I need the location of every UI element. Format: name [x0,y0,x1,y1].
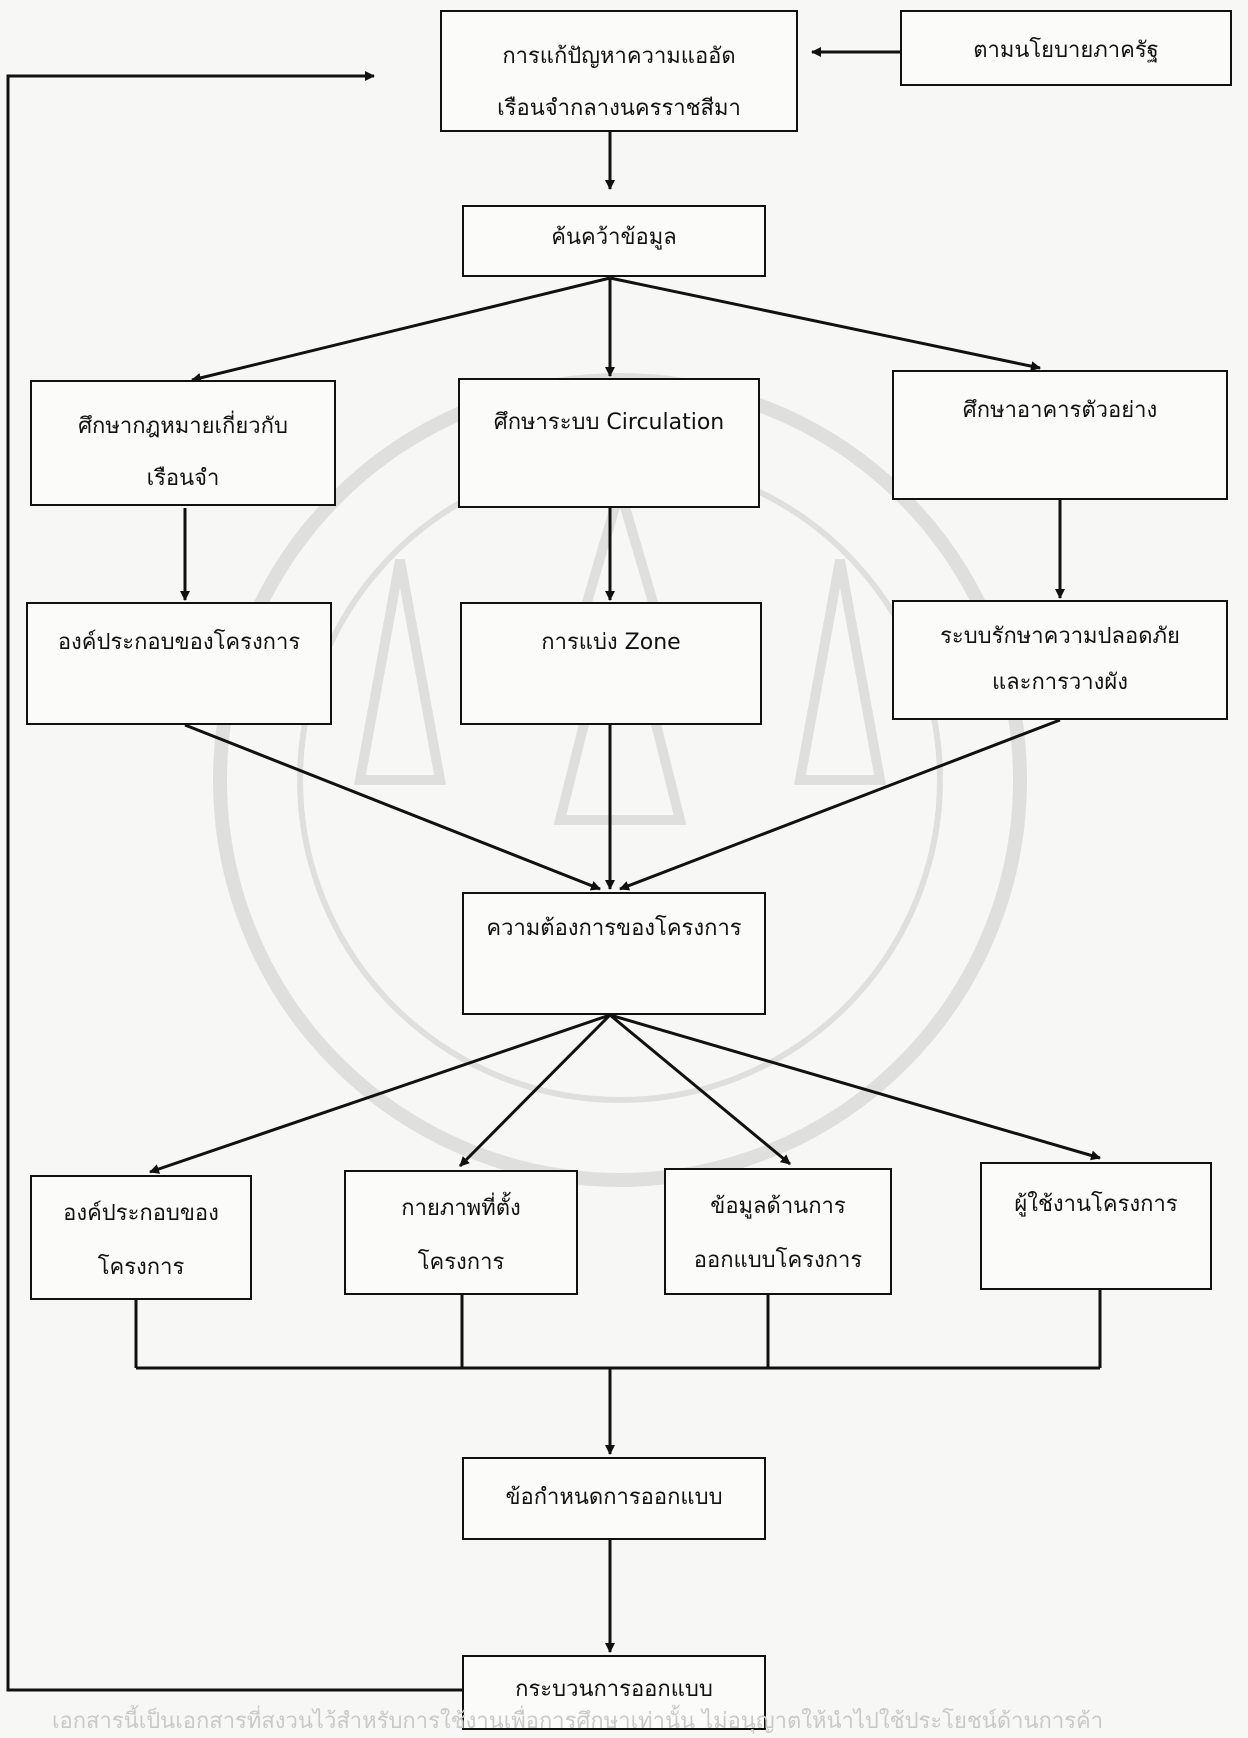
site-label-line-2: โครงการ [417,1250,505,1275]
users-label: ผู้ใช้งานโครงการ [1014,1192,1178,1217]
policy-label: ตามนโยบายภาครัฐ [973,38,1159,63]
process-label: กระบวนการออกแบบ [515,1677,713,1702]
study-law-box: ศึกษากฎหมายเกี่ยวกับ เรือนจำ [30,380,336,506]
zoning-box: การแบ่ง Zone [460,602,762,725]
arrow-needs-to-design-data [609,1013,791,1166]
components2-label-line-2: โครงการ [97,1255,185,1280]
arrow-needs-to-site [458,1013,612,1168]
study-law-label-line-2: เรือนจำ [146,466,220,491]
problem-label-line-2: เรือนจำกลางนครราชสีมา [497,96,741,121]
needs-label: ความต้องการของโครงการ [486,916,742,941]
arrow-research-to-examples [609,276,1041,372]
arrow-research-to-law [191,276,611,383]
arrow-needs-to-users [609,1013,1101,1161]
design-data-label-line-1: ข้อมูลด้านการ [710,1194,846,1219]
users-box: ผู้ใช้งานโครงการ [980,1162,1212,1290]
requirements-label: ข้อกำหนดการออกแบบ [505,1485,723,1510]
process-box: กระบวนการออกแบบ [462,1655,766,1730]
research-label: ค้นคว้าข้อมูล [551,225,677,250]
research-box: ค้นคว้าข้อมูล [462,205,766,277]
study-circulation-box: ศึกษาระบบ Circulation [458,378,760,508]
problem-label-line-1: การแก้ปัญหาความแออัด [502,44,736,69]
footer-disclaimer: เอกสารนี้เป็นเอกสารที่สงวนไว้สำหรับการใช… [52,1709,1104,1734]
study-circulation-label: ศึกษาระบบ Circulation [493,410,725,435]
feedback-loop-line [6,71,462,1692]
needs-box: ความต้องการของโครงการ [462,892,766,1015]
study-law-label-line-1: ศึกษากฎหมายเกี่ยวกับ [78,414,288,439]
study-examples-label: ศึกษาอาคารตัวอย่าง [962,398,1158,423]
design-data-label-line-2: ออกแบบโครงการ [693,1248,863,1273]
security-label-line-1: ระบบรักษาความปลอดภัย [940,624,1180,649]
security-box: ระบบรักษาความปลอดภัย และการวางผัง [892,600,1228,720]
policy-box: ตามนโยบายภาครัฐ [900,10,1232,86]
study-examples-box: ศึกษาอาคารตัวอย่าง [892,370,1228,500]
site-box: กายภาพที่ตั้ง โครงการ [344,1170,578,1295]
arrow-needs-to-components2 [149,1013,611,1174]
problem-box: การแก้ปัญหาความแออัด เรือนจำกลางนครราชสี… [440,10,798,132]
requirements-box: ข้อกำหนดการออกแบบ [462,1457,766,1540]
merge-bracket [134,1290,1102,1370]
components2-label-line-1: องค์ประกอบของ [63,1201,219,1226]
arrow-security-to-needs [619,718,1061,891]
site-label-line-1: กายภาพที่ตั้ง [401,1196,521,1221]
components2-box: องค์ประกอบของ โครงการ [30,1175,252,1300]
zoning-label: การแบ่ง Zone [541,630,681,655]
components-box: องค์ประกอบของโครงการ [26,602,332,725]
components-label: องค์ประกอบของโครงการ [57,630,301,655]
arrow-components-to-needs [184,723,601,891]
security-label-line-2: และการวางผัง [991,670,1129,695]
design-data-box: ข้อมูลด้านการ ออกแบบโครงการ [664,1168,892,1295]
